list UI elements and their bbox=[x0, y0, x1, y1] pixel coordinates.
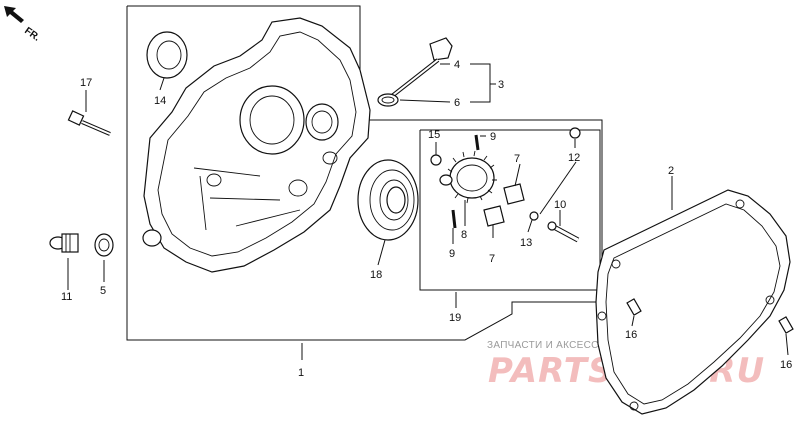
governor-weight bbox=[483, 205, 505, 227]
radial-ball-bearing bbox=[357, 159, 419, 241]
callout-19: 19 bbox=[449, 312, 461, 324]
callout-17: 17 bbox=[80, 77, 92, 89]
callout-3: 3 bbox=[498, 79, 504, 91]
case-cover-gasket bbox=[595, 189, 791, 415]
callout-4: 4 bbox=[454, 59, 460, 71]
callout-12: 12 bbox=[568, 152, 580, 164]
governor-slider-washer bbox=[529, 211, 539, 221]
callout-7-upper: 7 bbox=[514, 153, 520, 165]
dowel-pin bbox=[778, 316, 794, 334]
callout-11: 11 bbox=[61, 291, 72, 303]
callout-16-left: 16 bbox=[625, 329, 637, 341]
o-ring bbox=[377, 93, 399, 107]
drain-plug bbox=[49, 233, 79, 253]
governor-holder-pin bbox=[451, 209, 457, 229]
callout-2: 2 bbox=[668, 165, 674, 177]
callout-18: 18 bbox=[370, 269, 382, 281]
callout-9-lower: 9 bbox=[449, 248, 455, 260]
callout-14: 14 bbox=[154, 95, 166, 107]
callout-5: 5 bbox=[100, 285, 106, 297]
callout-8: 8 bbox=[461, 229, 467, 241]
dowel-pin-cap bbox=[569, 127, 581, 139]
front-direction-label: FR. bbox=[22, 25, 42, 43]
front-direction-arrow: FR. bbox=[4, 6, 42, 44]
governor-shaft-washer bbox=[430, 154, 442, 166]
dowel-pin bbox=[626, 298, 642, 316]
callout-16-right: 16 bbox=[780, 359, 792, 371]
leader-lines bbox=[67, 63, 789, 360]
callout-numbers: 1 2 3 4 5 6 7 7 8 9 9 10 11 12 13 14 15 … bbox=[61, 59, 792, 379]
callout-6: 6 bbox=[454, 97, 460, 109]
callout-9-upper: 9 bbox=[490, 131, 496, 143]
sealing-washer bbox=[94, 233, 114, 257]
governor-gear bbox=[439, 150, 497, 204]
oil-seal bbox=[146, 31, 188, 79]
oil-filler-cap bbox=[390, 37, 453, 98]
assembly-outline-1 bbox=[126, 5, 603, 341]
governor-weight bbox=[503, 183, 525, 205]
callout-7-lower: 7 bbox=[489, 253, 495, 265]
callout-15: 15 bbox=[428, 129, 440, 141]
callout-1: 1 bbox=[298, 367, 304, 379]
governor-shaft bbox=[547, 221, 580, 243]
callout-10: 10 bbox=[554, 199, 566, 211]
callout-13: 13 bbox=[520, 237, 532, 249]
crankcase-cover bbox=[142, 17, 371, 273]
flange-bolt bbox=[67, 110, 111, 136]
governor-holder-pin bbox=[474, 134, 480, 151]
